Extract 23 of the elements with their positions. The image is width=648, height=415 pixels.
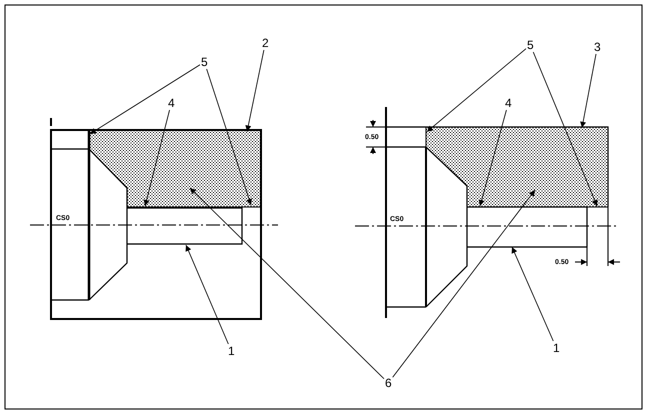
callout-number: 2: [262, 37, 269, 49]
callout-number: 4: [168, 97, 175, 109]
leader-line: [532, 52, 598, 206]
leader-line: [206, 68, 252, 206]
callout-number: 4: [505, 97, 512, 109]
callout-number: 1: [228, 345, 235, 357]
leader-line: [392, 190, 536, 378]
leader-line: [580, 54, 596, 128]
leader-line: [478, 110, 507, 206]
callout-number: 1: [553, 342, 560, 354]
stock-area: [426, 126, 608, 208]
leader-line: [245, 50, 264, 132]
leader-line: [144, 110, 170, 206]
leader-line: [426, 48, 526, 132]
leader-line: [190, 188, 384, 380]
callout-number: 5: [201, 56, 208, 68]
stock-area: [88, 130, 262, 208]
leader-line: [90, 64, 200, 134]
callout-number: 5: [527, 39, 534, 51]
leader-line: [186, 244, 229, 344]
leader-line: [512, 246, 554, 342]
callout-number: 3: [594, 41, 601, 53]
callout-number: 6: [385, 377, 392, 389]
